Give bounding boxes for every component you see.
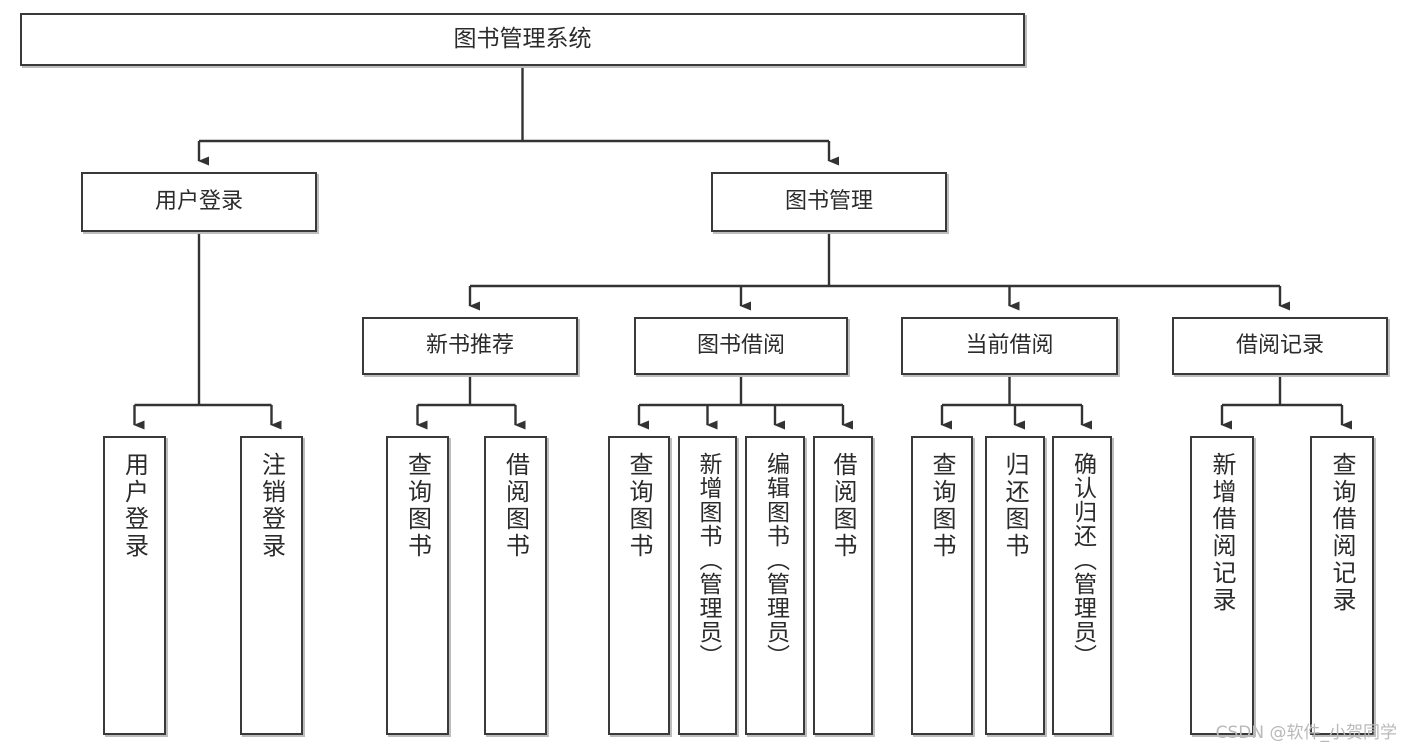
node-l-borrow-book[interactable]: 借阅图书	[813, 436, 873, 735]
node-l-query-new[interactable]: 查询图书	[386, 436, 449, 735]
node-l-query-rec[interactable]: 查询借阅记录	[1310, 436, 1374, 735]
node-l-return[interactable]: 归还图书	[985, 436, 1045, 735]
node-label: 借阅图书	[501, 452, 530, 560]
node-l-edit-book[interactable]: 编辑图书（管理员）	[745, 436, 805, 735]
node-label: 借阅图书	[829, 452, 857, 560]
node-label: 查询图书	[928, 452, 956, 560]
node-label: 用户登录	[120, 452, 149, 560]
node-label: 新增图书（管理员）	[695, 452, 721, 668]
node-label: 确认归还（管理员）	[1069, 452, 1096, 668]
node-label: 查询图书	[403, 452, 432, 560]
node-label: 借阅记录	[1235, 333, 1324, 359]
node-l-add-book[interactable]: 新增图书（管理员）	[678, 436, 737, 735]
node-l-query-c[interactable]: 查询图书	[911, 436, 973, 735]
node-newbook[interactable]: 新书推荐	[362, 317, 578, 375]
node-label: 编辑图书（管理员）	[762, 452, 789, 668]
node-l-borrow-new[interactable]: 借阅图书	[484, 436, 547, 735]
node-l-confirm[interactable]: 确认归还（管理员）	[1052, 436, 1112, 735]
node-l-add-rec[interactable]: 新增借阅记录	[1190, 436, 1254, 735]
node-label: 查询图书	[625, 452, 653, 560]
node-label: 图书管理	[784, 189, 873, 215]
node-label: 图书借阅	[696, 333, 785, 359]
node-label: 新增借阅记录	[1208, 452, 1236, 614]
node-l-query-b[interactable]: 查询图书	[608, 436, 670, 735]
node-login[interactable]: 用户登录	[81, 172, 317, 232]
node-l-logout[interactable]: 注销登录	[240, 436, 303, 735]
node-label: 新书推荐	[425, 333, 514, 359]
node-label: 图书管理系统	[453, 25, 592, 52]
node-l-userlogin[interactable]: 用户登录	[103, 436, 166, 735]
node-label: 归还图书	[1001, 452, 1029, 560]
node-label: 当前借阅	[965, 333, 1054, 359]
node-label: 用户登录	[154, 189, 243, 215]
node-label: 查询借阅记录	[1328, 452, 1356, 614]
node-current[interactable]: 当前借阅	[901, 317, 1118, 375]
csdn-watermark: CSDN @软件_小贺同学	[1215, 723, 1397, 743]
node-bookmgr[interactable]: 图书管理	[711, 172, 947, 232]
node-records[interactable]: 借阅记录	[1172, 317, 1388, 375]
node-root[interactable]: 图书管理系统	[20, 13, 1025, 66]
node-label: 注销登录	[257, 452, 286, 560]
node-borrow[interactable]: 图书借阅	[634, 317, 848, 375]
